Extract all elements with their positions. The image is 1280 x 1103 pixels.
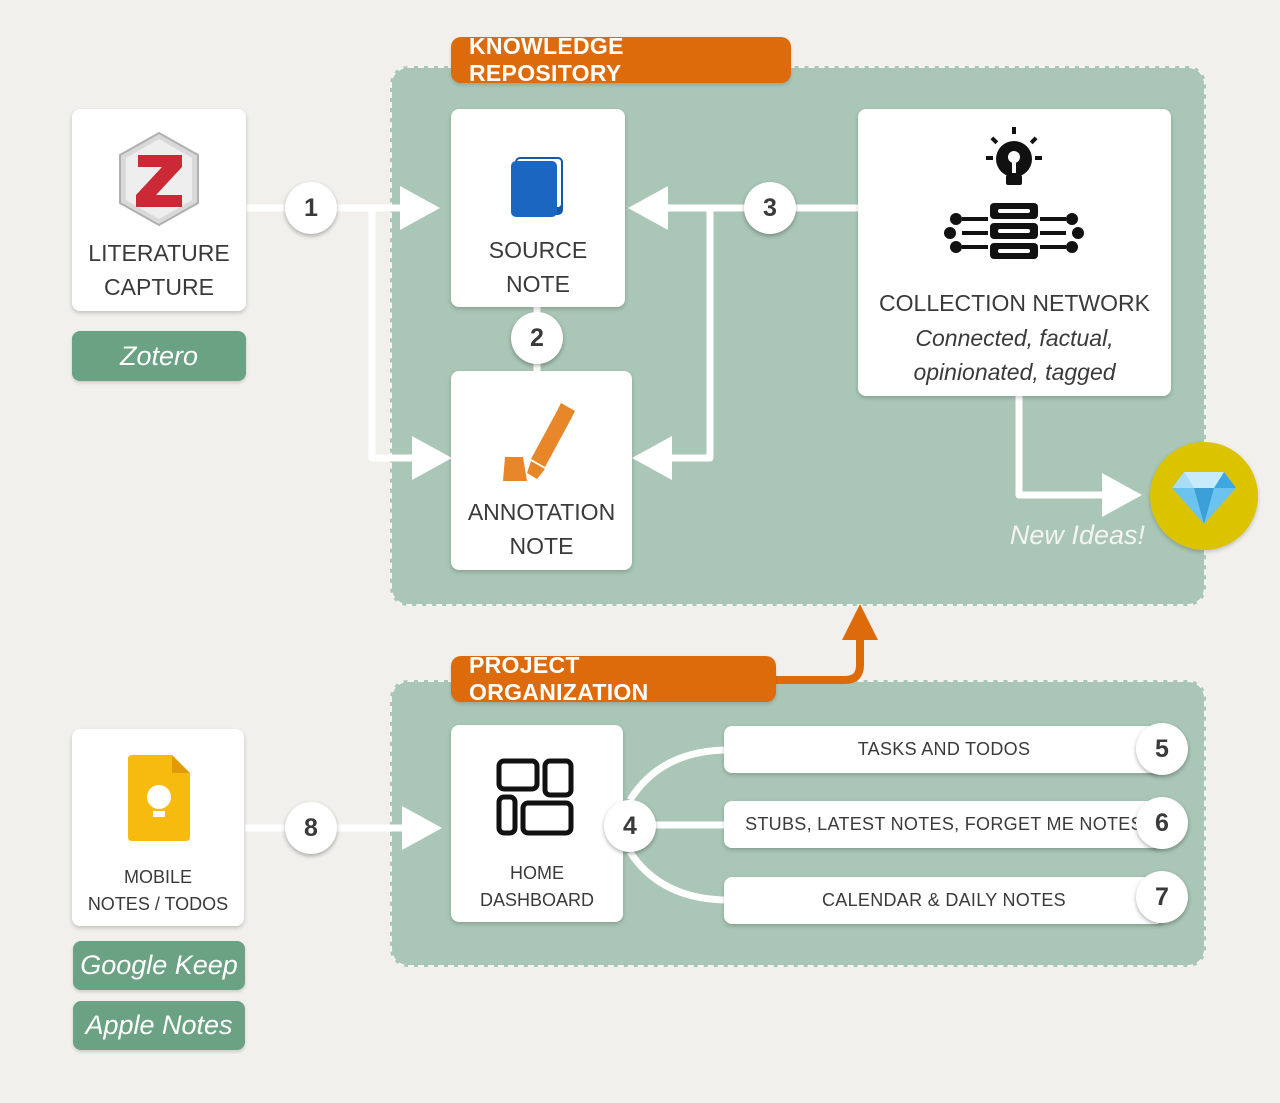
knowledge-repository-label: KNOWLEDGE REPOSITORY (451, 33, 791, 86)
source-note-line2: NOTE (506, 271, 570, 297)
step-7-badge: 7 (1136, 871, 1188, 923)
arrow-capture-to-annotation (368, 208, 415, 462)
zotero-logo-icon (119, 131, 199, 227)
home-dashboard-card: HOME DASHBOARD (451, 725, 623, 922)
arrowhead-new-ideas (1102, 473, 1142, 517)
annotation-note-line1: ANNOTATION (467, 499, 616, 525)
mobile-line1: MOBILE (123, 867, 193, 887)
step-2-badge: 2 (511, 312, 563, 364)
step-4-badge: 4 (604, 800, 656, 852)
pill-tasks-and-todos: TASKS AND TODOS (724, 726, 1164, 773)
annotation-note-card: ANNOTATION NOTE (451, 371, 632, 570)
step-5-badge: 5 (1136, 723, 1188, 775)
mobile-line2: NOTES / TODOS (87, 894, 229, 914)
project-organization-label: PROJECT ORGANIZATION (451, 652, 776, 705)
mobile-notes-card: MOBILE NOTES / TODOS (72, 729, 244, 926)
literature-capture-card: LITERATURE CAPTURE (72, 109, 246, 311)
branch-tasks (627, 746, 725, 802)
new-ideas-circle (1150, 442, 1258, 550)
apple-notes-tag: Apple Notes (73, 1001, 245, 1050)
source-note-card: SOURCE NOTE (451, 109, 625, 307)
branch-calendar (627, 850, 725, 904)
collection-network-title: COLLECTION NETWORK (879, 290, 1150, 316)
step-1-badge: 1 (285, 182, 337, 234)
arrowhead-source-note (400, 186, 440, 230)
arrow-project-to-knowledge (772, 635, 864, 684)
step-3-badge: 3 (744, 182, 796, 234)
collection-network-subtitle-line1: Connected, factual, (915, 325, 1114, 351)
dashboard-layout-icon (496, 758, 574, 836)
home-dashboard-line2: DASHBOARD (479, 890, 595, 910)
collection-network-card: COLLECTION NETWORK Connected, factual, o… (858, 109, 1171, 396)
literature-capture-line2: CAPTURE (104, 274, 214, 300)
arrowhead-annotation-right (632, 436, 672, 480)
google-keep-icon (128, 755, 190, 841)
arrow-collection-to-ideas (1015, 396, 1108, 499)
annotation-note-line2: NOTE (509, 533, 574, 559)
pill-stubs-latest-notes: STUBS, LATEST NOTES, FORGET ME NOTES (724, 801, 1164, 848)
literature-capture-line1: LITERATURE (88, 240, 230, 266)
arrow-collection-to-annotation (665, 208, 714, 462)
source-note-line1: SOURCE (488, 237, 588, 263)
step-8-badge: 8 (285, 802, 337, 854)
arrowhead-annotation-left (412, 436, 452, 480)
arrowhead-source-right (628, 186, 668, 230)
collection-network-subtitle-line2: opinionated, tagged (913, 359, 1116, 385)
new-ideas-label: New Ideas! (1009, 520, 1145, 550)
arrowhead-dashboard (402, 806, 442, 850)
book-icon (511, 157, 563, 217)
google-keep-tag: Google Keep (73, 941, 245, 990)
step-6-badge: 6 (1136, 797, 1188, 849)
highlighter-icon (503, 403, 575, 481)
diamond-icon (1172, 472, 1236, 524)
arrowhead-project-to-knowledge (842, 604, 878, 640)
lightbulb-server-network-icon (944, 127, 1084, 259)
pill-calendar-daily-notes: CALENDAR & DAILY NOTES (724, 877, 1164, 924)
home-dashboard-line1: HOME (510, 863, 564, 883)
zotero-tag: Zotero (72, 331, 246, 381)
